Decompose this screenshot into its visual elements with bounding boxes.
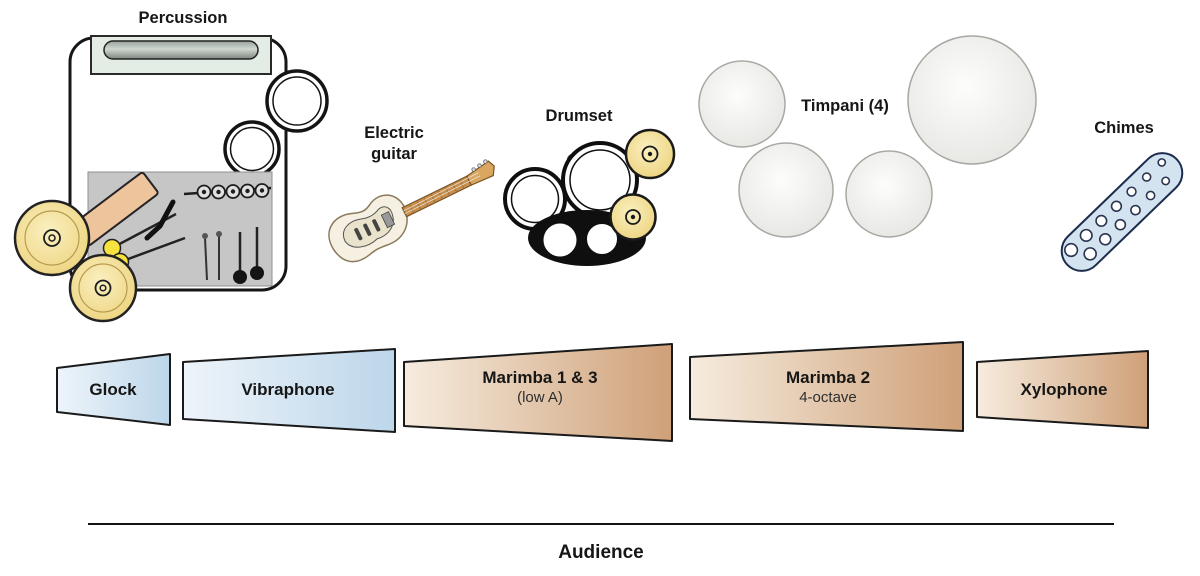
tom-drum-icon	[503, 167, 567, 231]
timpani-drum-2	[738, 142, 834, 238]
electric-guitar-label: Electric guitar	[364, 124, 424, 164]
cymbal-icon	[13, 199, 91, 277]
chimes-label: Chimes	[1094, 119, 1154, 137]
marimba-1-3-label: Marimba 1 & 3 (low A)	[482, 367, 597, 408]
xylophone-shape	[976, 350, 1149, 429]
glock-label: Glock	[89, 379, 136, 400]
jingle-row-icon	[183, 183, 272, 200]
marimba-1-3-name: Marimba 1 & 3	[482, 368, 598, 387]
electric-guitar-illustration	[328, 159, 495, 263]
timpani-drum-4	[907, 35, 1037, 165]
cymbal-icon-2	[68, 253, 138, 323]
ride-cymbal-icon	[609, 193, 657, 241]
timpani-label: Timpani (4)	[801, 97, 889, 115]
glock-name: Glock	[89, 380, 137, 399]
percussion-table-illustration	[13, 35, 329, 323]
drumset-label: Drumset	[545, 107, 613, 125]
percussion-label: Percussion	[138, 9, 228, 27]
standing-mallets-icon	[202, 227, 264, 284]
chimes-illustration	[1060, 152, 1184, 272]
trap-tray-bar	[103, 40, 259, 60]
audience-label: Audience	[558, 542, 644, 563]
marimba-2-label: Marimba 2 4-octave	[786, 367, 870, 408]
marimba-1-3-sub: (low A)	[517, 389, 563, 407]
vibraphone-shape	[182, 348, 396, 433]
marimba-2-shape	[689, 341, 964, 432]
hoop-icon-2	[223, 120, 281, 178]
microphone-icon	[144, 199, 176, 241]
glock-shape	[56, 353, 171, 426]
hihat-cymbal-icon	[624, 128, 676, 180]
timpani-illustration	[698, 35, 1037, 238]
vibraphone-label: Vibraphone	[241, 379, 334, 400]
vibraphone-name: Vibraphone	[241, 380, 335, 399]
xylophone-label: Xylophone	[1021, 379, 1108, 400]
marimba-1-3-shape	[403, 343, 673, 442]
marimba-2-name: Marimba 2	[785, 368, 871, 387]
xylophone-name: Xylophone	[1020, 380, 1108, 399]
drumset-illustration	[503, 128, 676, 266]
marimba-2-sub: 4-octave	[799, 389, 857, 407]
timpani-drum-1	[698, 60, 786, 148]
timpani-drum-3	[845, 150, 933, 238]
hoop-icon	[265, 69, 329, 133]
